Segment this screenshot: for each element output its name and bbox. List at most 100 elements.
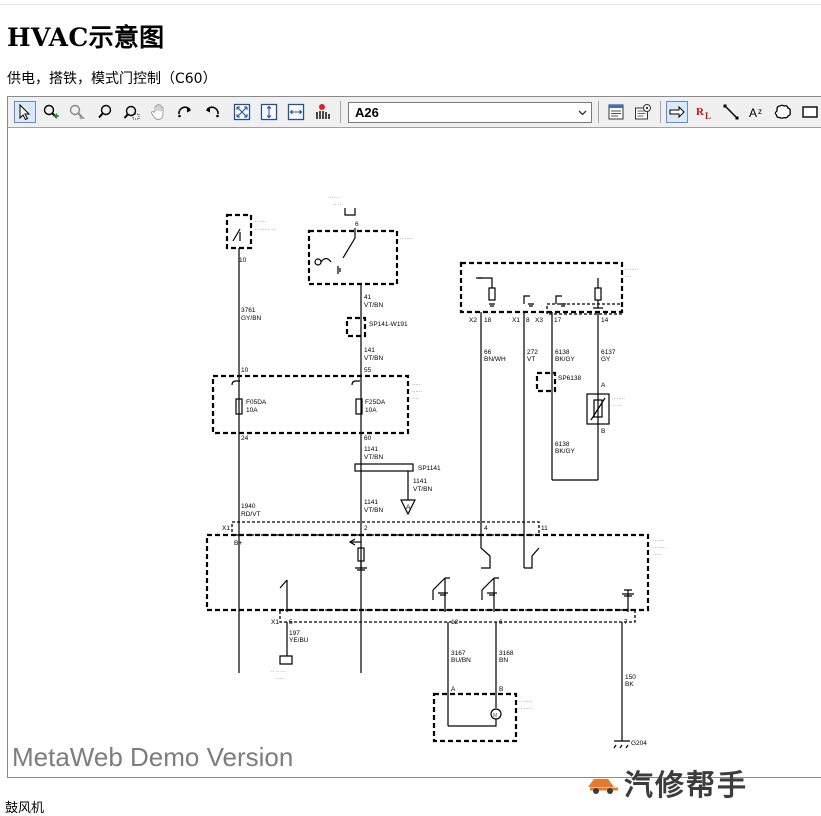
svg-text:·····: ····· xyxy=(276,676,285,682)
svg-text:·····: ····· xyxy=(412,382,421,388)
conn-label: 7 xyxy=(624,619,628,626)
fit-page-icon[interactable] xyxy=(231,101,253,123)
svg-text:·· ·····: ·· ····· xyxy=(653,545,666,551)
conn-label: 4 xyxy=(484,525,488,532)
pin-label: A xyxy=(601,382,606,389)
wire-color: VT/BN xyxy=(364,302,383,309)
properties-icon[interactable] xyxy=(632,101,654,123)
car-logo-icon xyxy=(588,779,618,794)
svg-text:····: ···· xyxy=(412,396,419,402)
wire-color: BK/GY xyxy=(555,356,576,363)
temp-sensor xyxy=(586,393,610,425)
svg-text:·· ····: ·· ···· xyxy=(255,219,267,225)
diagram-canvas[interactable]: ·· ···· ·· ······ ··· 10 3761 GY/BN 10 F… xyxy=(8,128,821,777)
svg-text:·· ·····: ·· ····· xyxy=(519,706,532,712)
highlight-icon[interactable] xyxy=(312,101,334,123)
fuse-block xyxy=(211,374,410,435)
fit-width-icon[interactable] xyxy=(285,101,307,123)
conn-label: 2 xyxy=(364,525,368,532)
sheet-select[interactable]: A26 xyxy=(348,102,592,123)
conn-label: X3 xyxy=(535,317,543,324)
wire-color: YE/BU xyxy=(289,637,309,644)
zoom-out-icon[interactable] xyxy=(66,101,88,123)
pin-label: B xyxy=(601,428,605,435)
conn-label: 10 xyxy=(241,367,249,374)
fuse-rating: 10A xyxy=(365,407,377,414)
line-icon[interactable] xyxy=(720,101,742,123)
pan-hand-icon[interactable] xyxy=(148,101,170,123)
wire-color: VT/BN xyxy=(364,507,383,514)
wire-color: BN/WH xyxy=(484,356,506,363)
conn-label: 60 xyxy=(364,435,372,442)
wire-color: BK/GY xyxy=(555,448,576,455)
svg-text:R: R xyxy=(696,106,705,118)
fuse-symbol xyxy=(235,398,243,415)
pin-label: A xyxy=(451,686,456,693)
fit-height-icon[interactable] xyxy=(258,101,280,123)
splice-label: SP6138 xyxy=(558,375,582,382)
fuse-rating: 10A xyxy=(246,407,258,414)
wire-number: 1141 xyxy=(413,478,427,485)
wire-number: 197 xyxy=(289,630,300,637)
wire-number: 3168 xyxy=(499,650,514,657)
wire-color: BK xyxy=(625,681,634,688)
zoom-icon[interactable] xyxy=(94,101,116,123)
svg-text:L: L xyxy=(705,111,711,121)
demo-watermark: MetaWeb Demo Version xyxy=(12,742,294,772)
page-title: HVAC示意图 xyxy=(7,23,165,52)
zoom-in-icon[interactable] xyxy=(40,101,62,123)
sheet-select-value: A26 xyxy=(355,105,379,120)
wire-number: 3167 xyxy=(451,650,466,657)
fuse-symbol xyxy=(355,398,363,415)
select-arrow-icon[interactable] xyxy=(14,101,36,123)
brand-name: 汽修帮手 xyxy=(624,768,749,802)
wiring-diagram: ·· ···· ·· ······ ··· 10 3761 GY/BN 10 F… xyxy=(205,195,666,749)
print-icon[interactable] xyxy=(605,101,627,123)
rectangle-icon[interactable] xyxy=(799,101,821,123)
svg-text:·· ·: ·· · xyxy=(625,274,632,280)
wire-color: RD/VT xyxy=(241,511,261,518)
wire-number: 6138 xyxy=(555,349,570,356)
zoom-window-icon[interactable] xyxy=(120,101,142,123)
splice-box xyxy=(535,371,557,393)
wire-number: 6138 xyxy=(555,441,570,448)
wire-color: VT/BN xyxy=(413,486,432,493)
rotate-ccw-icon[interactable] xyxy=(201,101,223,123)
fuse-name: F25DA xyxy=(365,399,386,406)
rotate-cw-icon[interactable] xyxy=(174,101,196,123)
svg-text:M: M xyxy=(493,713,497,719)
wire-color: VT xyxy=(527,356,535,363)
section-heading: 鼓风机 xyxy=(5,801,45,816)
wire-number: 1141 xyxy=(364,446,378,453)
wire-number: 150 xyxy=(625,674,636,681)
conn-label: 24 xyxy=(241,435,249,442)
conn-label: 18 xyxy=(484,317,492,324)
conn-label: 12 xyxy=(451,619,459,626)
wire-color: GY xyxy=(601,356,611,363)
conn-label: 17 xyxy=(554,317,562,324)
wire-color: VT/BN xyxy=(364,454,383,461)
wire-number: 41 xyxy=(364,294,372,301)
svg-text:······: ······ xyxy=(412,389,422,395)
cloud-icon[interactable] xyxy=(772,101,794,123)
conn-label: 10 xyxy=(239,257,247,264)
hvac-control-module xyxy=(205,533,650,612)
wire-number: 3761 xyxy=(241,307,256,314)
conn-label: 6 xyxy=(499,619,503,626)
splice-box xyxy=(345,316,367,338)
chevron-down-icon[interactable] xyxy=(574,103,591,122)
brand-logo: 汽修帮手 xyxy=(586,762,748,804)
svg-text:·· ··: ·· ·· xyxy=(333,202,341,208)
conn-label: 55 xyxy=(364,367,372,374)
svg-text:·· ······ ···: ·· ······ ··· xyxy=(255,227,276,233)
fuse-name: F05DA xyxy=(246,399,267,406)
navigate-icon[interactable] xyxy=(666,101,688,123)
conn-label: X1 xyxy=(222,525,230,532)
splice-bar xyxy=(354,463,414,472)
wire-number: 272 xyxy=(527,349,538,356)
svg-text:·· ···: ·· ··· xyxy=(612,403,622,409)
